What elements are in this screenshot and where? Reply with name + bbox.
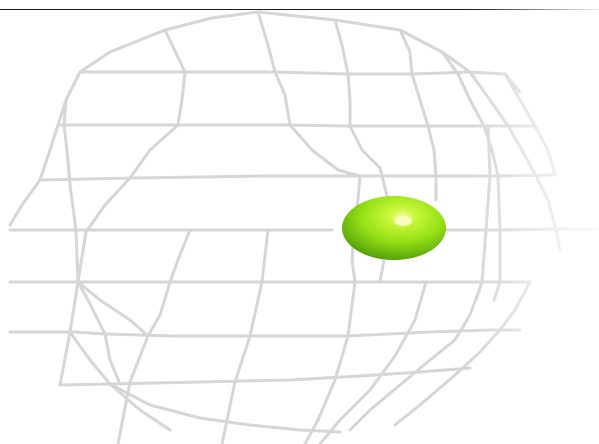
green-sphere-marker[interactable]: [342, 196, 446, 260]
sphere-highlight: [394, 216, 412, 226]
